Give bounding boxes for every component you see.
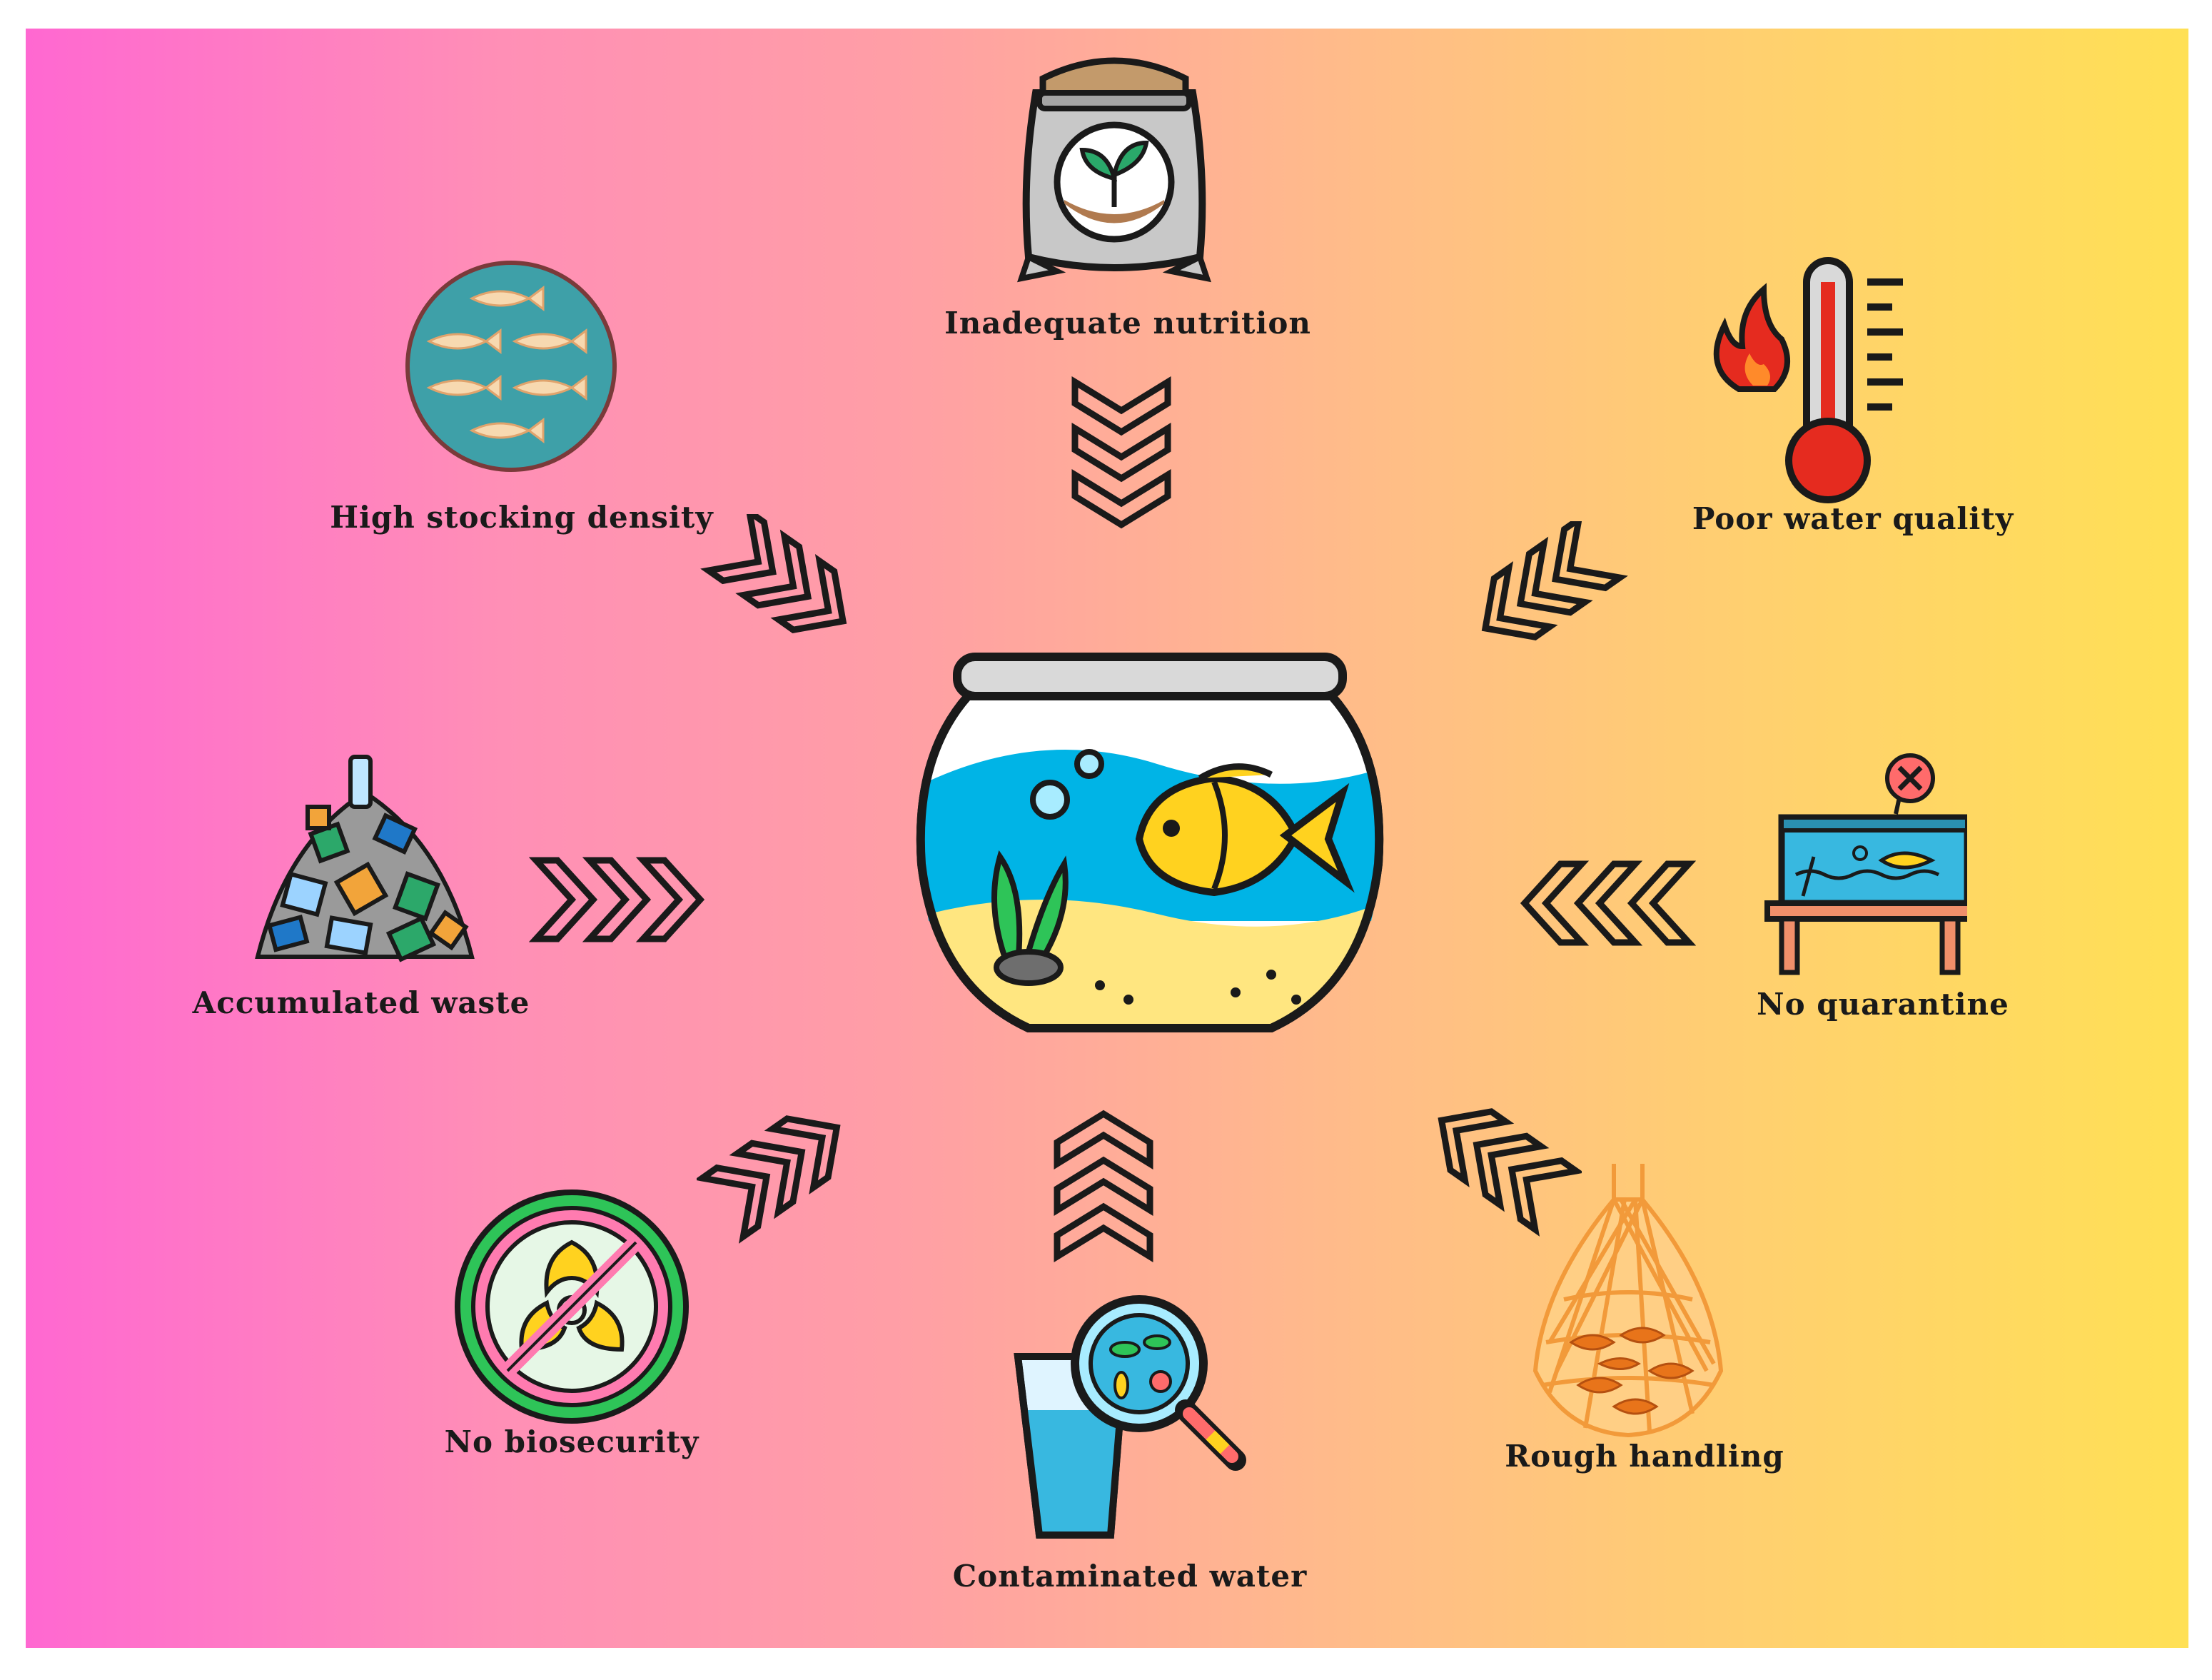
- waste-pile-icon: [243, 743, 486, 978]
- chevrons-up-right: [697, 1085, 882, 1271]
- label-no-biosecurity: No biosecurity: [444, 1424, 700, 1459]
- chevrons-down: [1068, 371, 1175, 543]
- label-contaminated-water: Contaminated water: [952, 1559, 1308, 1594]
- fish-net-icon: [1507, 1157, 1749, 1442]
- label-inadequate-nutrition: Inadequate nutrition: [944, 306, 1311, 341]
- label-no-quarantine: No quarantine: [1757, 987, 2009, 1022]
- chevrons-right: [529, 850, 714, 950]
- biohazard-prohibited-icon: [450, 1185, 693, 1428]
- label-rough-handling: Rough handling: [1505, 1439, 1784, 1474]
- aquarium-table-icon: [1753, 746, 1967, 982]
- crowded-fish-icon: [400, 256, 622, 477]
- chevrons-down-right: [682, 514, 868, 685]
- water-glass-magnifier-icon: [996, 1285, 1268, 1556]
- chevrons-up: [1050, 1103, 1157, 1274]
- feed-sack-icon: [993, 36, 1236, 293]
- label-accumulated-waste: Accumulated waste: [192, 985, 530, 1020]
- chevrons-down-left: [1460, 521, 1646, 693]
- chevrons-left: [1510, 853, 1696, 953]
- label-high-stocking-density: High stocking density: [330, 500, 714, 535]
- diagram-panel: Inadequate nutrition High stocking densi…: [26, 29, 2188, 1648]
- thermometer-flame-icon: [1696, 246, 1931, 518]
- fishbowl-icon: [900, 650, 1400, 1050]
- chevrons-up-left: [1396, 1078, 1582, 1264]
- label-poor-water-quality: Poor water quality: [1692, 501, 2014, 536]
